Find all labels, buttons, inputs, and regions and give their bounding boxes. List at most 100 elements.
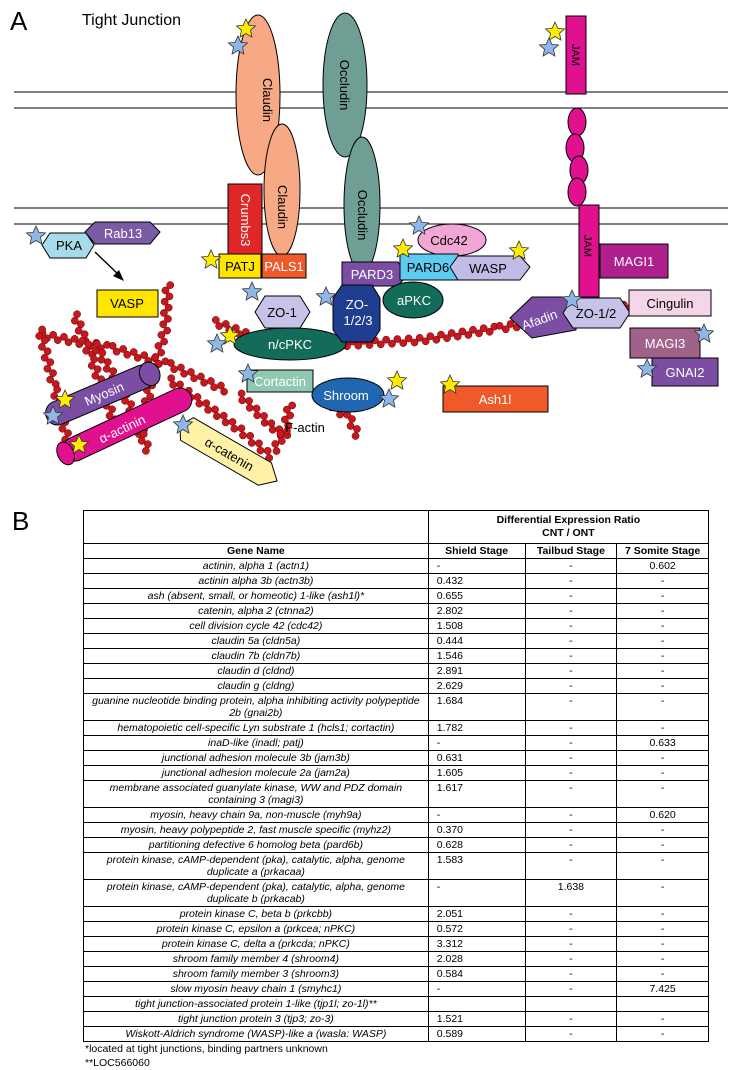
gene-name-cell: claudin g (cldng) bbox=[83, 678, 429, 694]
shield-value-cell: 1.782 bbox=[427, 720, 526, 736]
f-actin-bead bbox=[485, 327, 494, 336]
f-actin-bead bbox=[187, 368, 195, 376]
ash1l-shape bbox=[442, 385, 549, 413]
somite-value-cell: 0.602 bbox=[616, 558, 709, 574]
star-yellow bbox=[201, 249, 221, 269]
shield-value-cell: - bbox=[427, 558, 526, 574]
somite-value-cell: - bbox=[616, 720, 709, 736]
tailbud-value-cell: - bbox=[524, 750, 618, 766]
f-actin-bead bbox=[260, 418, 269, 427]
shroom-shape bbox=[311, 377, 385, 413]
tailbud-value-cell: - bbox=[524, 618, 618, 634]
f-actin-bead bbox=[108, 342, 117, 350]
shield-value-cell: 1.546 bbox=[427, 648, 526, 664]
table-row: actinin, alpha 1 (actn1)--0.602 bbox=[83, 558, 709, 574]
somite-value-cell: - bbox=[616, 879, 709, 907]
somite-value-cell: - bbox=[616, 822, 709, 838]
star-yellow bbox=[387, 370, 407, 390]
f-actin-bead bbox=[200, 378, 208, 387]
f-actin-bead bbox=[49, 330, 58, 339]
gene-name-cell: shroom family member 3 (shroom3) bbox=[83, 966, 429, 982]
gene-name-cell: claudin d (cldnd) bbox=[83, 663, 429, 679]
f-actin-bead bbox=[286, 411, 295, 420]
f-actin-bead bbox=[393, 335, 402, 343]
jam-mid-shape bbox=[578, 204, 600, 298]
f-actin-bead bbox=[215, 322, 224, 330]
tailbud-value-cell: - bbox=[524, 837, 618, 853]
f-actin-bead bbox=[256, 446, 265, 455]
tailbud-value-cell: - bbox=[524, 921, 618, 937]
somite-value-cell: - bbox=[616, 618, 709, 634]
f-actin-bead bbox=[426, 332, 435, 341]
table-row: claudin d (cldnd)2.891-- bbox=[83, 663, 709, 679]
myosin-shape bbox=[45, 361, 161, 426]
header-somite-stage: 7 Somite Stage bbox=[616, 543, 709, 559]
f-actin-bead bbox=[164, 303, 173, 312]
shield-value-cell: 1.605 bbox=[427, 765, 526, 781]
table-row: slow myosin heavy chain 1 (smyhc1)--7.42… bbox=[83, 981, 709, 997]
f-actin-bead bbox=[247, 439, 256, 447]
f-actin-bead bbox=[169, 381, 177, 389]
table-row: protein kinase C, delta a (prkcda; nPKC)… bbox=[83, 936, 709, 952]
f-actin-bead bbox=[165, 292, 174, 301]
f-actin-bead bbox=[60, 332, 68, 341]
f-actin-bead bbox=[127, 400, 136, 409]
label-vasp: VASP bbox=[110, 296, 144, 311]
cortactin-shape bbox=[246, 369, 314, 393]
f-actin-bead bbox=[221, 418, 230, 427]
f-actin-bead bbox=[464, 331, 473, 339]
gene-name-cell: junctional adhesion molecule 3b (jam3b) bbox=[83, 750, 429, 766]
shield-value-cell: - bbox=[427, 807, 526, 823]
somite-value-cell: - bbox=[616, 588, 709, 604]
header-empty-cell bbox=[83, 510, 429, 544]
f-actin-bead bbox=[263, 446, 272, 455]
f-actin-bead bbox=[97, 355, 106, 364]
gene-name-cell: protein kinase, cAMP-dependent (pka), ca… bbox=[83, 879, 429, 907]
star-blue bbox=[242, 281, 262, 301]
label-jam-top: JAM bbox=[569, 44, 581, 66]
somite-value-cell: - bbox=[616, 603, 709, 619]
gene-name-cell: protein kinase, cAMP-dependent (pka), ca… bbox=[83, 852, 429, 880]
f-actin-bead bbox=[119, 345, 128, 353]
pard6-shape bbox=[399, 253, 459, 281]
somite-value-cell: 7.425 bbox=[616, 981, 709, 997]
f-actin-bead bbox=[246, 431, 255, 440]
f-actin-bead bbox=[142, 446, 150, 455]
f-actin-bead bbox=[260, 412, 268, 420]
shield-value-cell: 2.629 bbox=[427, 678, 526, 694]
header-tailbud-stage: Tailbud Stage bbox=[524, 543, 618, 559]
label-patj: PATJ bbox=[225, 259, 255, 274]
shield-value-cell: 2.891 bbox=[427, 663, 526, 679]
f-actin-bead bbox=[437, 330, 445, 339]
somite-value-cell: - bbox=[616, 633, 709, 649]
f-actin-bead bbox=[399, 339, 408, 347]
f-actin-bead bbox=[195, 399, 204, 408]
somite-value-cell: - bbox=[616, 765, 709, 781]
f-actin-bead bbox=[73, 310, 81, 319]
tailbud-value-cell: - bbox=[524, 936, 618, 952]
somite-value-cell: 0.620 bbox=[616, 807, 709, 823]
f-actin-bead bbox=[151, 353, 160, 361]
f-actin-bead bbox=[46, 358, 55, 367]
f-actin-bead bbox=[91, 371, 100, 380]
somite-value-cell: - bbox=[616, 663, 709, 679]
label-occludin-mid: Occludin bbox=[355, 190, 370, 241]
f-actin-bead bbox=[82, 346, 91, 355]
f-actin-bead bbox=[268, 425, 277, 434]
f-actin-bead bbox=[53, 385, 61, 394]
shield-value-cell: 2.802 bbox=[427, 603, 526, 619]
label-ash1l: Ash1l bbox=[479, 392, 512, 407]
f-actin-bead bbox=[123, 350, 132, 359]
tailbud-value-cell: - bbox=[524, 663, 618, 679]
tailbud-value-cell: - bbox=[524, 906, 618, 922]
f-actin-bead bbox=[469, 325, 477, 334]
arrow-rab13-vasp bbox=[94, 251, 124, 281]
table-row: guanine nucleotide binding protein, alph… bbox=[83, 693, 709, 721]
shield-value-cell bbox=[427, 996, 526, 1012]
tailbud-value-cell: - bbox=[524, 951, 618, 967]
f-actin-bead bbox=[432, 335, 441, 344]
f-actin-bead bbox=[146, 392, 155, 401]
f-actin-bead bbox=[46, 375, 54, 384]
f-actin-bead bbox=[38, 325, 46, 334]
